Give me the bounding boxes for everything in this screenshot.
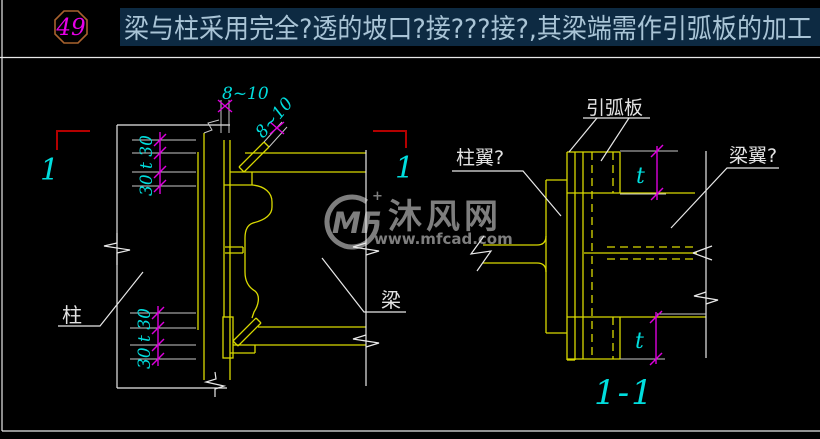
section-runoff-tabs <box>567 151 706 360</box>
column-label: 柱 <box>62 303 82 327</box>
column-callout: 柱 <box>58 271 144 327</box>
column-flange-label: 柱翼? <box>456 147 504 169</box>
watermark-logo-text: MF <box>332 206 381 240</box>
watermark-site-name: 沐风网 <box>388 197 502 237</box>
runoff-tab-label: 引弧板 <box>586 97 643 119</box>
root-gap-dim-top-text: 8~10 <box>222 84 269 104</box>
thickness-dim-top: t <box>620 144 678 201</box>
section-column-flange <box>545 152 576 361</box>
header-bar: 49 梁与柱采用完全?透的坡口?接???接?,其梁端需作引弧板的加工 <box>54 8 820 46</box>
drawing-title[interactable]: 梁与柱采用完全?透的坡口?接???接?,其梁端需作引弧板的加工 <box>124 14 812 45</box>
section-backing-bar <box>584 245 713 261</box>
flange-dim-top: 30 t 30 <box>132 132 196 196</box>
right-view: t t 引弧板 柱翼? 梁翼? 1-1 <box>452 97 779 413</box>
flange-dim-top-text: 30 t 30 <box>137 135 157 196</box>
runoff-bar-bottom <box>232 317 262 347</box>
title-highlight <box>120 8 820 46</box>
section-beam-cut-line <box>693 151 719 358</box>
left-view: 1 1 <box>40 84 414 397</box>
flange-dim-bottom-text: 30 t 30 <box>135 308 155 369</box>
beam-callout: 梁 <box>321 257 406 313</box>
runoff-tab-callout: 引弧板 <box>568 97 650 162</box>
section-marker-right-label: 1 <box>395 151 414 186</box>
section-marker-right: 1 <box>373 130 414 186</box>
watermark: MF + 沐风网 www.mfcad.com <box>324 189 513 250</box>
detail-number: 49 <box>55 15 85 41</box>
flange-dim-bottom: 30 t 30 <box>130 306 196 369</box>
watermark-sparkle: + <box>372 189 383 204</box>
detail-number-badge <box>54 10 88 44</box>
thickness-dim-bottom: t <box>620 310 706 366</box>
root-gap-dim-top: 8~10 <box>217 84 269 133</box>
thickness-dim-top-text: t <box>636 164 645 189</box>
section-marker-left: 1 <box>40 130 90 188</box>
section-title: 1-1 <box>594 373 655 413</box>
beam-flange-callout: 梁翼? <box>670 145 779 229</box>
beam-label: 梁 <box>381 288 401 312</box>
thickness-dim-bottom-text: t <box>635 329 644 354</box>
section-marker-left-label: 1 <box>40 153 59 188</box>
beam-flange-label: 梁翼? <box>729 145 777 167</box>
section-column-web <box>469 235 547 273</box>
weld-access-holes <box>224 172 273 354</box>
column-flange-callout: 柱翼? <box>452 147 562 217</box>
